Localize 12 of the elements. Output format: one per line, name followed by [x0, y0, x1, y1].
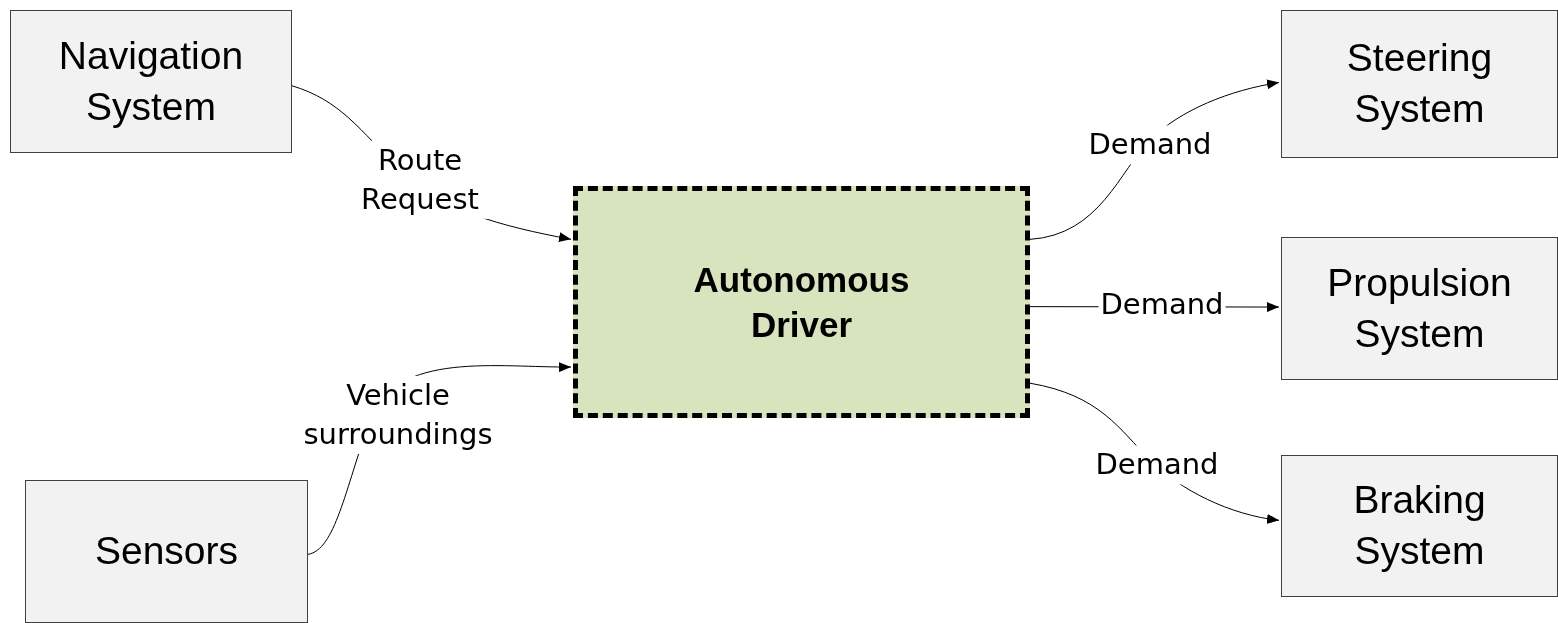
process-box [573, 186, 1030, 418]
system-box [1281, 237, 1558, 380]
box-label: Navigation System [57, 32, 245, 130]
system-box [10, 10, 292, 153]
box-label: Sensors [93, 528, 240, 575]
box-label: Braking System [1352, 477, 1487, 574]
box-label: Propulsion System [1326, 259, 1513, 357]
system-box [1281, 455, 1558, 597]
system-box [25, 480, 308, 623]
box-label: Steering System [1345, 35, 1494, 132]
box-label: Autonomous Driver [692, 258, 911, 346]
system-box [1281, 10, 1558, 158]
